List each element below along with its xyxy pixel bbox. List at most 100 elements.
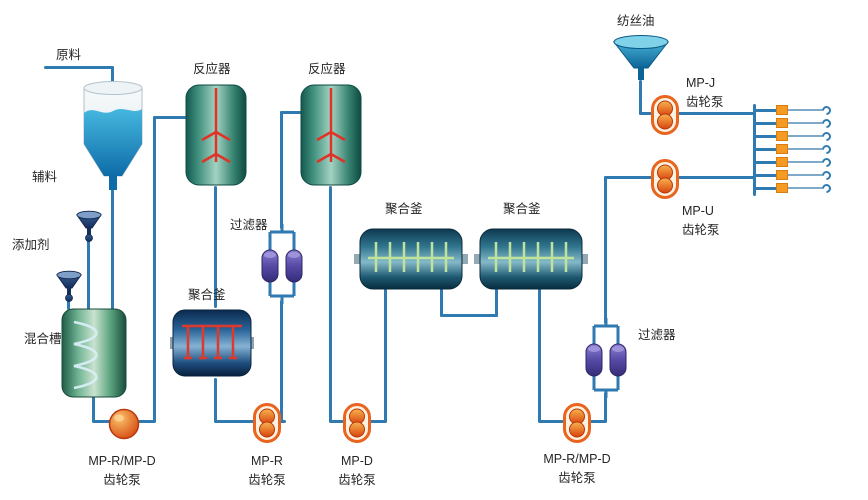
pipe-segment [111, 188, 114, 310]
label-filter-2: 过滤器 [638, 328, 676, 342]
label-additive: 添加剂 [12, 238, 50, 252]
mprd2-model: MP-R/MP-D [543, 452, 611, 466]
label-mixing-tank: 混合槽 [24, 332, 62, 346]
spinneret-row [754, 103, 868, 117]
spinneret-row [754, 155, 868, 169]
label-mix-pump: MP-R/MP-D 齿轮泵 [76, 452, 168, 490]
pump-mpu-icon [650, 158, 680, 205]
spinneret-feed-line [754, 122, 776, 125]
pipe-segment [538, 420, 565, 423]
pipe-segment [87, 240, 90, 310]
mix-pump-model: MP-R/MP-D [88, 454, 156, 468]
spinneret-feed-line [754, 109, 776, 112]
filter-2 [582, 318, 630, 403]
label-reactor-2: 反应器 [308, 62, 346, 76]
reactor-2 [299, 82, 363, 193]
pipe-segment [589, 420, 607, 423]
spinning-oil-funnel [612, 34, 670, 91]
spinneret-block [776, 183, 788, 193]
poly-kettle-red [170, 306, 254, 385]
yarn-line [788, 135, 822, 137]
mpu-type: 齿轮泵 [682, 222, 720, 237]
pipe-segment [280, 111, 306, 114]
pipe-segment [153, 116, 191, 119]
pipe-segment [495, 286, 498, 317]
reactor-1 [184, 82, 248, 193]
poly-kettle-1 [354, 226, 468, 297]
pump-mprd2-icon [562, 402, 592, 449]
label-poly-kettle-red: 聚合釜 [188, 288, 226, 302]
pipe-segment [280, 111, 283, 229]
poly-kettle-2 [474, 226, 588, 297]
pipe-segment [138, 420, 156, 423]
pipe-segment [538, 288, 541, 422]
pipe-segment [214, 186, 217, 308]
spinneret-feed-line [754, 161, 776, 164]
pump-mpr-icon [252, 402, 282, 449]
label-pump-mpj: MP-J 齿轮泵 [686, 74, 736, 112]
mprd2-type: 齿轮泵 [558, 470, 596, 485]
yarn-line [788, 148, 822, 150]
pipe-segment [280, 300, 283, 422]
label-pump-mprd2: MP-R/MP-D 齿轮泵 [531, 450, 623, 488]
spinneret-block [776, 144, 788, 154]
pipe-segment [440, 286, 443, 317]
yarn-curl-icon [820, 155, 833, 169]
mpr-model: MP-R [251, 454, 283, 468]
pipe-segment [639, 112, 653, 115]
mpj-type: 齿轮泵 [686, 94, 724, 109]
pump-mpj-icon [650, 94, 680, 141]
yarn-curl-icon [820, 142, 833, 156]
pipe-segment [369, 420, 387, 423]
spinneret-feed-line [754, 148, 776, 151]
pipe-segment [44, 66, 114, 69]
mix-pump-icon [106, 406, 142, 447]
label-spinning-oil: 纺丝油 [617, 14, 655, 28]
label-raw-material: 原料 [56, 48, 82, 62]
spinneret-block [776, 118, 788, 128]
yarn-line [788, 122, 822, 124]
spinneret-row [754, 168, 868, 182]
yarn-line [788, 161, 822, 163]
pipe-segment [329, 420, 345, 423]
label-reactor-1: 反应器 [193, 62, 231, 76]
spinneret-feed-line [754, 135, 776, 138]
spinneret-row [754, 142, 868, 156]
auxiliary-funnel-icon [76, 210, 102, 249]
pipe-segment [604, 176, 652, 179]
spinneret-row [754, 181, 868, 195]
additive-funnel-icon [56, 270, 82, 309]
label-poly-kettle-2: 聚合釜 [503, 202, 541, 216]
spinneret-row [754, 129, 868, 143]
pipe-segment [440, 314, 498, 317]
pipe-segment [67, 296, 70, 310]
yarn-line [788, 174, 822, 176]
yarn-curl-icon [820, 103, 833, 117]
mixing-tank [60, 306, 128, 405]
label-poly-kettle-1: 聚合釜 [385, 202, 423, 216]
pipe-segment [214, 420, 260, 423]
pipe-segment [678, 112, 756, 115]
label-filter-1: 过滤器 [230, 218, 268, 232]
pump-mpd-icon [342, 402, 372, 449]
yarn-line [788, 109, 822, 111]
spinneret-block [776, 157, 788, 167]
label-pump-mpr: MP-R 齿轮泵 [237, 452, 297, 490]
pipe-segment [214, 378, 217, 422]
label-pump-mpd: MP-D 齿轮泵 [327, 452, 387, 490]
pipe-segment [384, 288, 387, 422]
pipe-segment [604, 176, 607, 324]
pipe-segment [604, 392, 607, 422]
yarn-curl-icon [820, 116, 833, 130]
yarn-curl-icon [820, 168, 833, 182]
spinneret-feed-line [754, 187, 776, 190]
spinneret-block [776, 170, 788, 180]
pipe-segment [639, 80, 642, 115]
spinneret-feed-line [754, 174, 776, 177]
label-auxiliary: 辅料 [32, 170, 58, 184]
pipe-segment [329, 186, 332, 422]
yarn-line [788, 187, 822, 189]
pipe-segment [111, 66, 114, 90]
spinneret-block [776, 131, 788, 141]
